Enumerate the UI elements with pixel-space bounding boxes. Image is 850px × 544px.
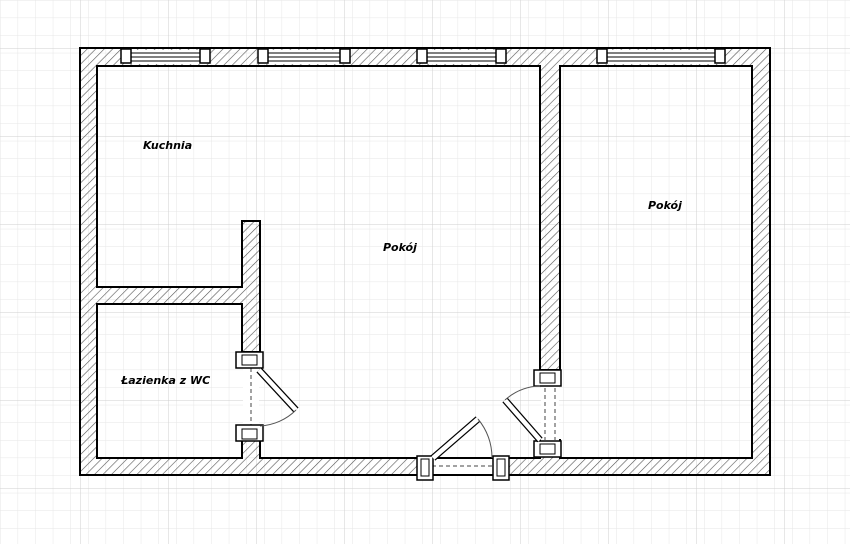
room-label-living: Pokój [383,241,417,254]
walls [79,47,771,476]
door-icon [502,369,562,458]
window-icon [416,48,507,64]
door-icon [235,351,299,442]
room-label-kitchen: Kuchnia [143,139,192,152]
room-label-bathroom: Łazienka z WC [120,374,210,387]
window-icon [596,48,726,64]
door-icon [416,416,510,481]
window-icon [257,48,351,64]
room-label-bedroom: Pokój [648,199,682,212]
window-icon [120,48,211,64]
